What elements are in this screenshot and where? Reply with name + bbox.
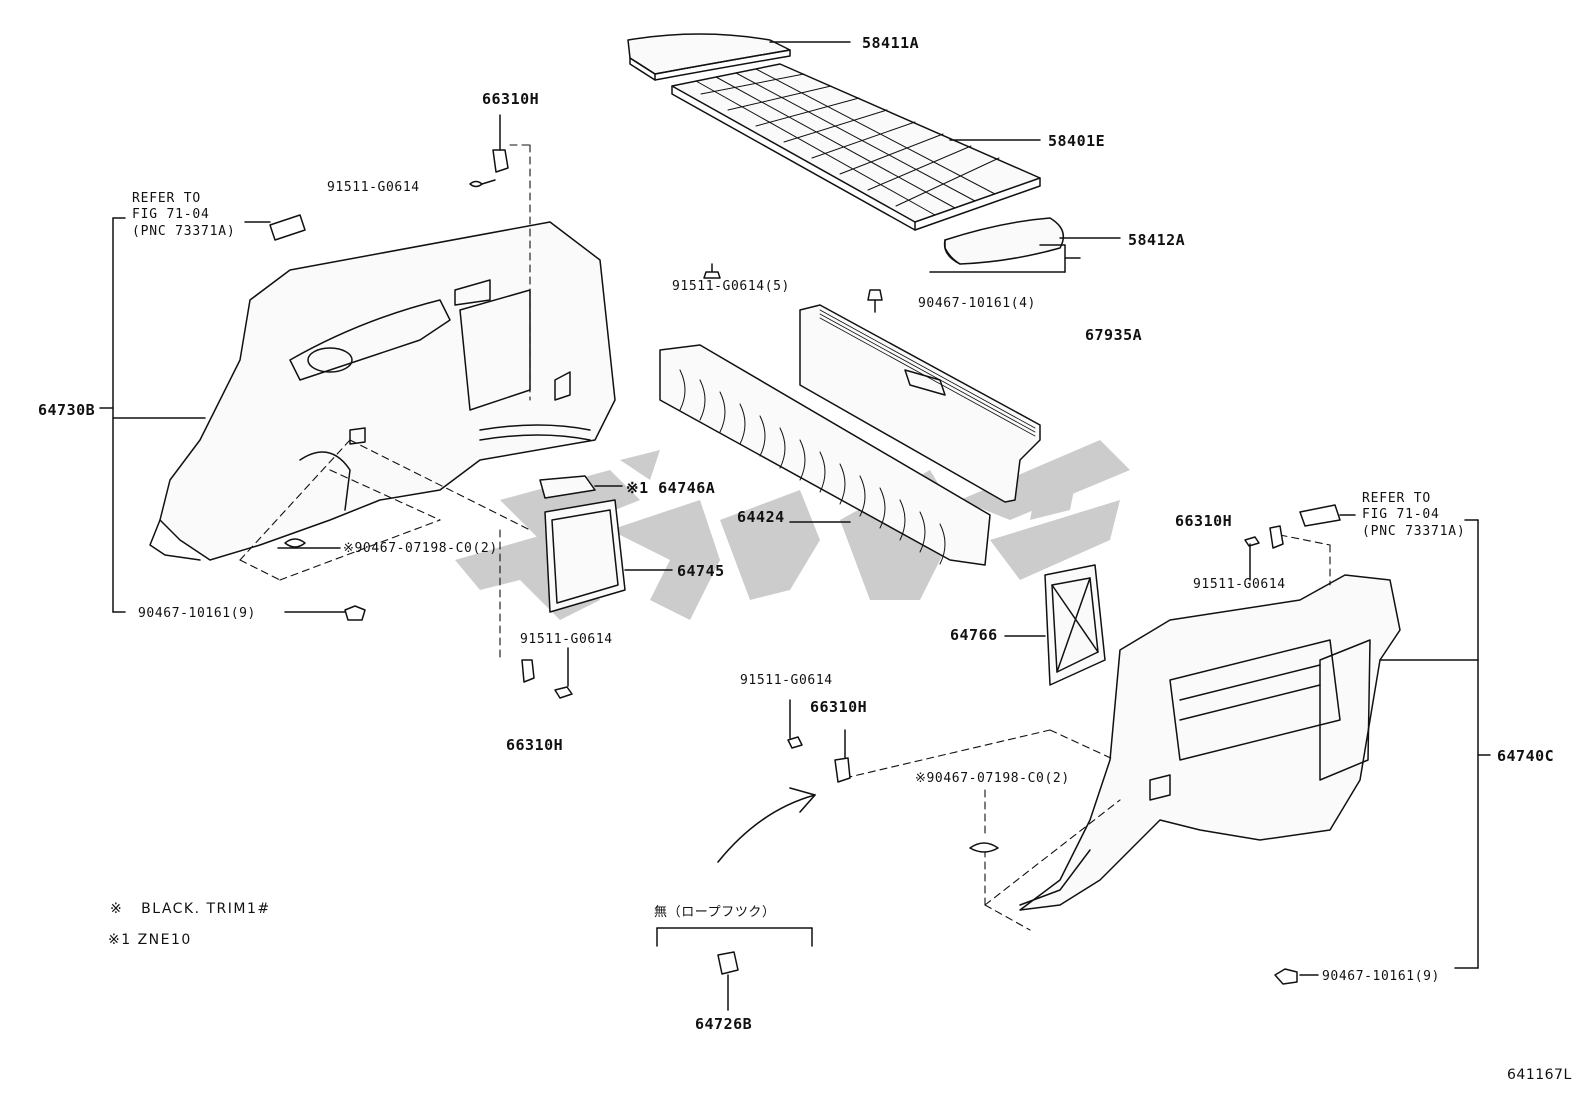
- part-label-91511-lower[interactable]: 91511-G0614: [740, 673, 833, 688]
- part-label-64726b[interactable]: 64726B: [695, 1015, 753, 1033]
- refer-left-line-3: (PNC 73371A): [132, 223, 236, 239]
- refer-note-left: REFER TO FIG 71-04 (PNC 73371A): [132, 191, 236, 240]
- part-label-90467-07198-left[interactable]: ※90467-07198-C0(2): [343, 541, 498, 556]
- clip-66310h-top: [469, 114, 509, 188]
- part-label-91511-top[interactable]: 91511-G0614: [327, 180, 420, 195]
- guide-lines-right: [844, 534, 1331, 931]
- left-quarter-trim-64730b: [99, 214, 616, 621]
- part-label-90467-07198-right[interactable]: ※90467-07198-C0(2): [915, 771, 1070, 786]
- part-label-66310h-mid[interactable]: 66310H: [506, 736, 564, 754]
- note-black-trim: ※ BLACK. TRIM1#: [110, 902, 271, 916]
- part-label-67935a[interactable]: 67935A: [1085, 326, 1143, 344]
- guide-lines-left: [239, 144, 531, 661]
- board-58401e: [671, 63, 1041, 231]
- rope-hook-64726b: [656, 927, 813, 1011]
- part-label-90467-10161-9-left[interactable]: 90467-10161(9): [138, 606, 256, 621]
- part-label-90467-10161-9-right[interactable]: 90467-10161(9): [1322, 969, 1440, 984]
- part-label-58401e[interactable]: 58401E: [1048, 132, 1106, 150]
- clip-90467-07198-right: [969, 842, 999, 853]
- panel-64766: [1004, 564, 1106, 686]
- part-label-90467-10161-4[interactable]: 90467-10161(4): [918, 296, 1036, 311]
- part-label-64730b[interactable]: 64730B: [38, 401, 96, 419]
- cross-member-64424: [659, 263, 991, 566]
- part-label-58412a[interactable]: 58412A: [1128, 231, 1186, 249]
- direction-arrow: [717, 787, 816, 863]
- refer-left-line-1: REFER TO: [132, 191, 202, 206]
- board-58411a: [627, 33, 851, 81]
- part-label-91511-mid[interactable]: 91511-G0614: [520, 632, 613, 647]
- part-label-64740c[interactable]: 64740C: [1497, 747, 1555, 765]
- part-label-64766[interactable]: 64766: [950, 626, 998, 644]
- part-label-91511-g0614-5[interactable]: 91511-G0614(5): [672, 279, 790, 294]
- note-mark-1: ※: [110, 901, 124, 917]
- sill-plate-67935a: [799, 244, 1081, 503]
- refer-right-line-1: REFER TO: [1362, 491, 1432, 506]
- lamp-64746a: [539, 475, 623, 499]
- part-label-64424[interactable]: 64424: [737, 508, 785, 526]
- note-mark-2: ※1: [108, 932, 132, 948]
- part-label-66310h-lower[interactable]: 66310H: [810, 698, 868, 716]
- refer-note-right: REFER TO FIG 71-04 (PNC 73371A): [1362, 491, 1466, 540]
- note-text-1: BLACK. TRIM1#: [141, 901, 271, 917]
- note-text-2: ZNE10: [137, 932, 192, 948]
- part-label-66310h-top[interactable]: 66310H: [482, 90, 540, 108]
- refer-left-line-2: FIG 71-04: [132, 207, 210, 223]
- part-label-66310h-right[interactable]: 66310H: [1175, 512, 1233, 530]
- clip-66310h-mid: [521, 647, 573, 699]
- refer-right-line-2: FIG 71-04: [1362, 507, 1440, 523]
- part-label-58411a[interactable]: 58411A: [862, 34, 920, 52]
- clip-66310h-right: [1244, 525, 1284, 581]
- catalog-code: 641167L: [1507, 1067, 1572, 1083]
- cover-64745: [544, 499, 673, 613]
- part-label-64746a[interactable]: ※1 64746A: [626, 479, 716, 497]
- note-zne10: ※1 ZNE10: [108, 933, 192, 947]
- board-58412a: [943, 217, 1121, 265]
- clip-66310h-lower: [787, 699, 851, 783]
- part-label-91511-right[interactable]: 91511-G0614: [1193, 577, 1286, 592]
- refer-right-line-3: (PNC 73371A): [1362, 523, 1466, 539]
- right-quarter-trim-64740c: [1019, 504, 1491, 985]
- rope-hook-caption: 無（ロープフツク）: [654, 905, 776, 920]
- part-label-64745[interactable]: 64745: [677, 562, 725, 580]
